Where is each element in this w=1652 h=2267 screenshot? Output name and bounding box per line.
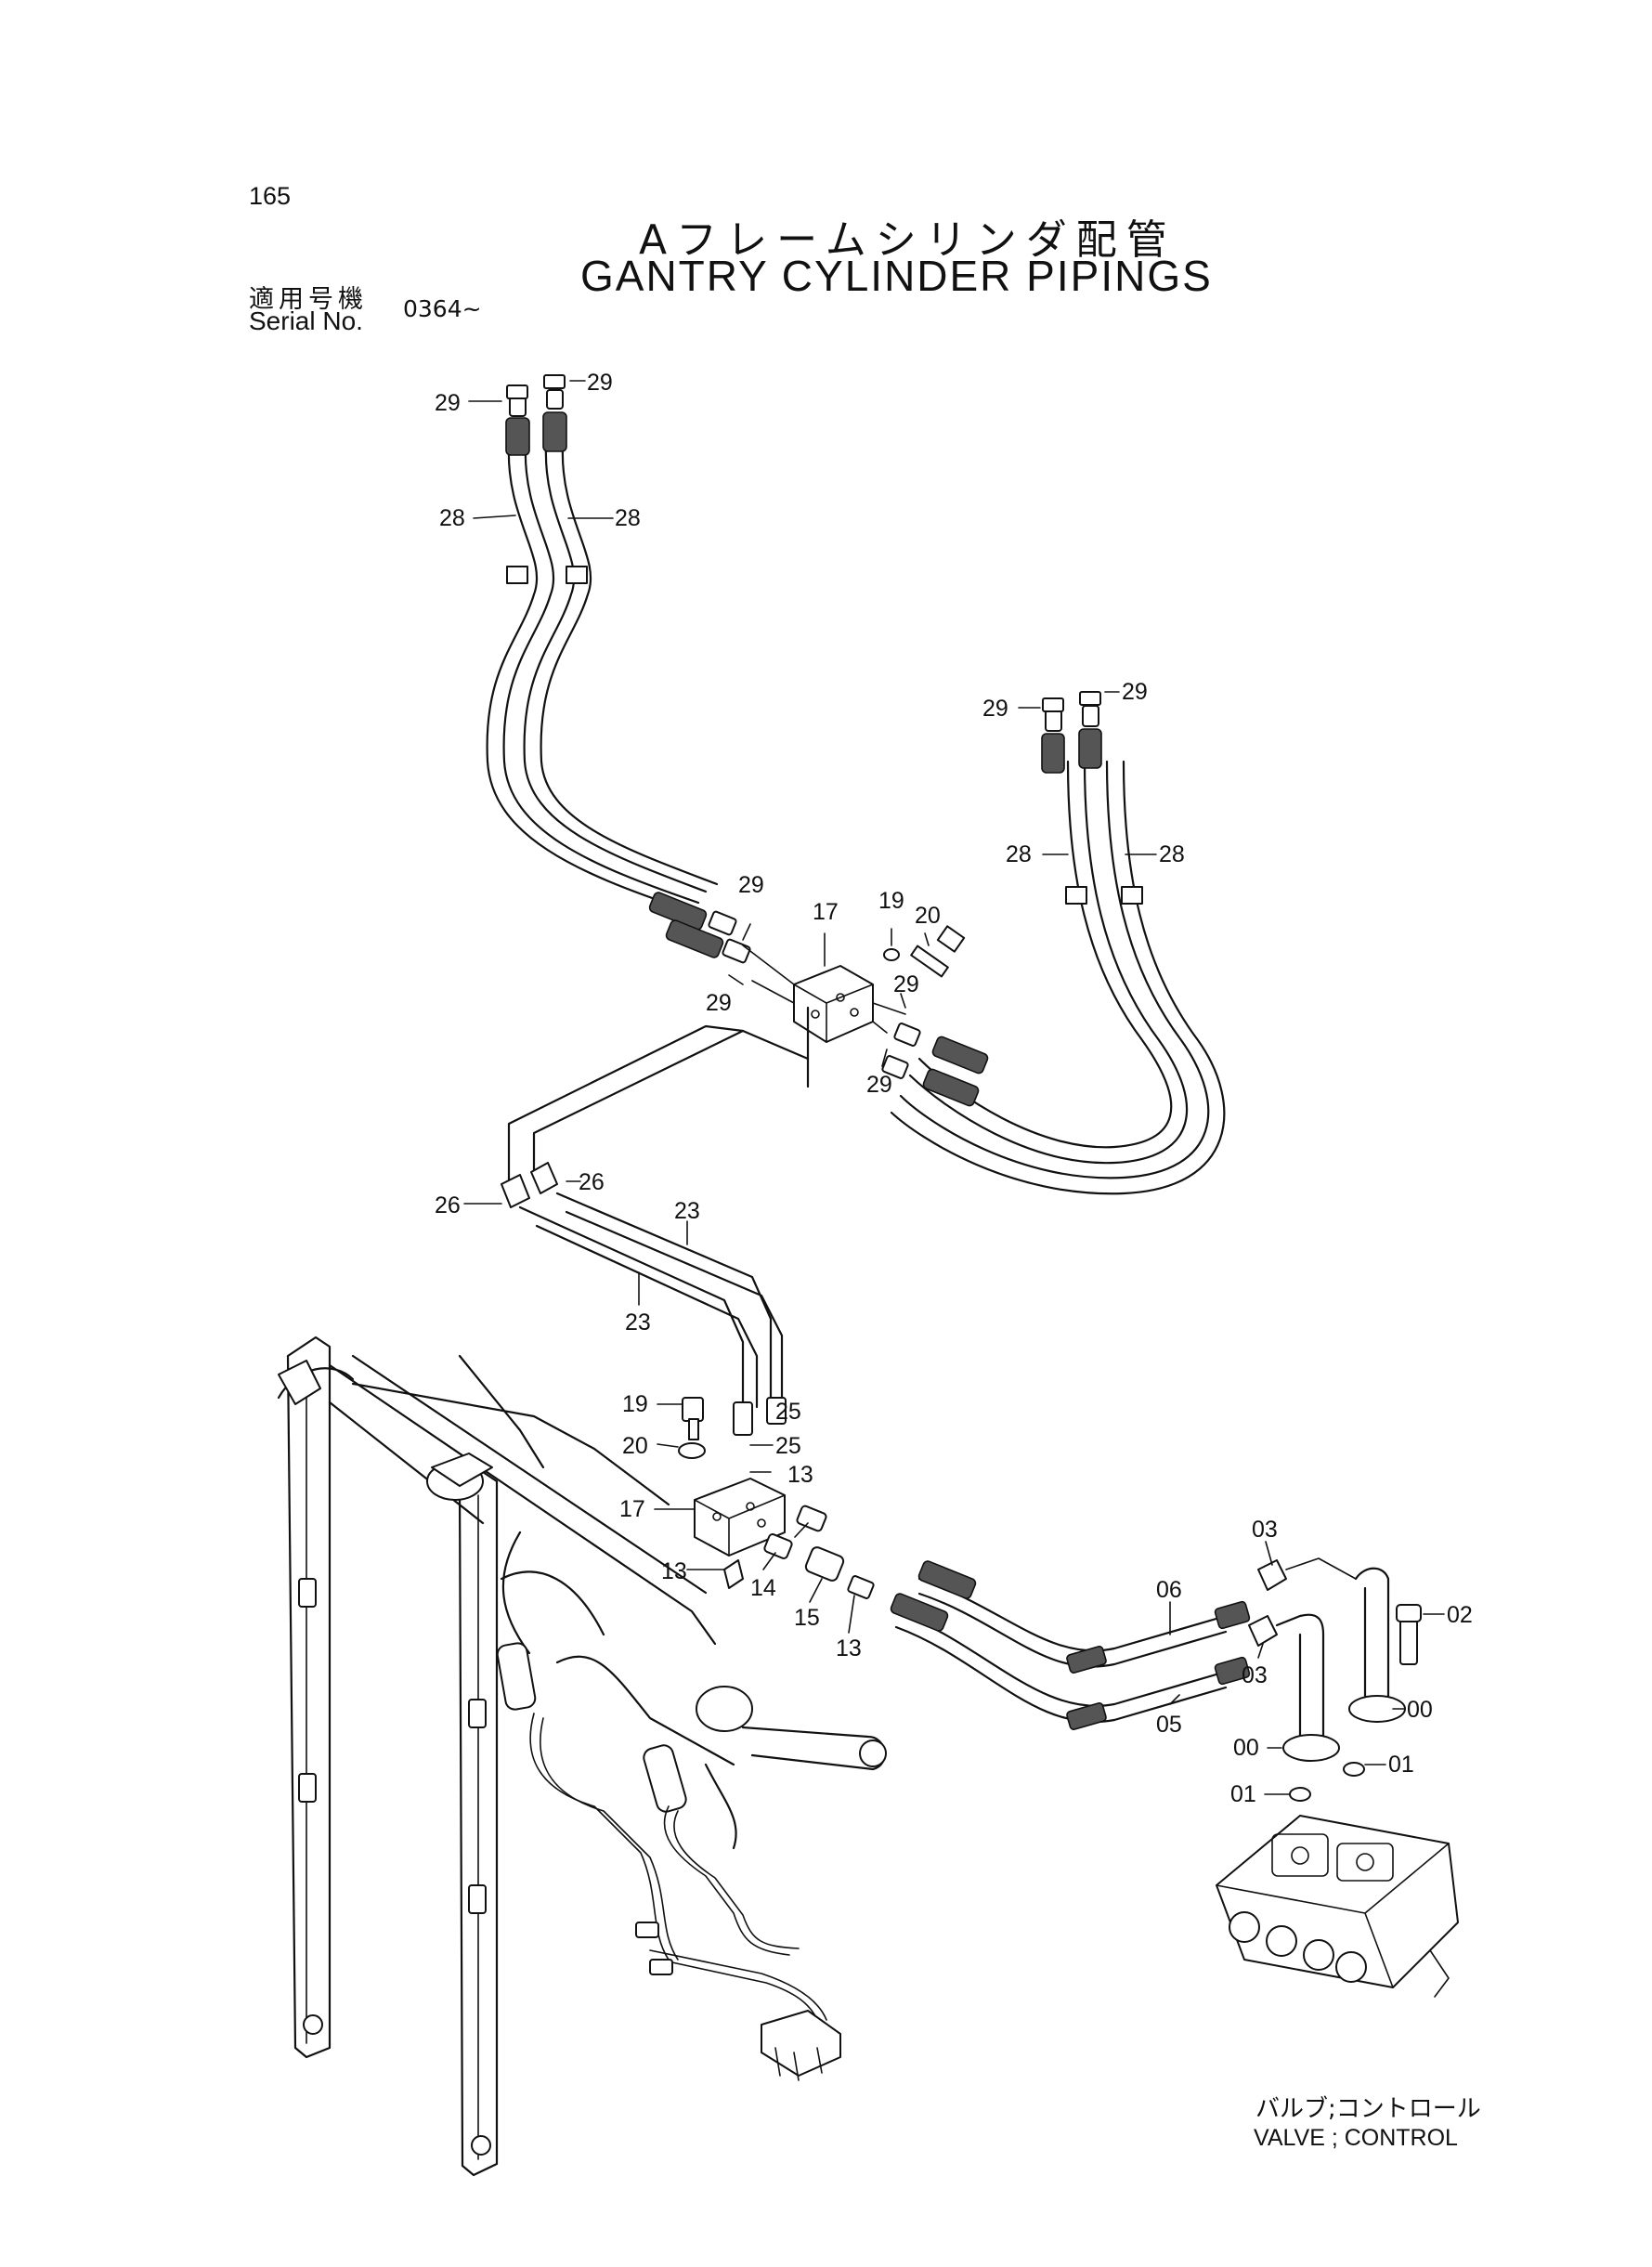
callout-28: 28 xyxy=(1159,841,1185,867)
callout-29: 29 xyxy=(866,1072,892,1098)
frame-hoses xyxy=(529,1713,841,2081)
control-valve xyxy=(1216,1815,1459,1998)
callout-20: 20 xyxy=(915,903,941,929)
hose-pair-lower xyxy=(890,1557,1422,1802)
callout-29: 29 xyxy=(893,971,919,997)
callout-20: 20 xyxy=(622,1433,648,1459)
callout-29: 29 xyxy=(706,990,732,1016)
callout-23: 23 xyxy=(625,1309,651,1335)
callout-01: 01 xyxy=(1388,1752,1414,1778)
callout-01: 01 xyxy=(1230,1781,1256,1807)
callout-labels: 29 29 28 28 29 29 28 28 29 17 19 20 29 2… xyxy=(435,370,1473,1807)
callout-29: 29 xyxy=(982,696,1008,722)
valve-caption-japanese: バルブ;コントロール xyxy=(1255,2095,1481,2123)
callout-19: 19 xyxy=(878,888,904,914)
callout-06: 06 xyxy=(1156,1577,1182,1603)
callout-25: 25 xyxy=(775,1399,801,1425)
leader-lines xyxy=(463,380,1445,1795)
pipe-pair-23 xyxy=(501,1006,810,1436)
callout-29: 29 xyxy=(587,370,613,396)
callout-00: 00 xyxy=(1407,1697,1433,1723)
title-japanese: Aフレームシリンダ配管 xyxy=(639,216,1177,264)
upper-junction-block xyxy=(742,925,966,1043)
callout-28: 28 xyxy=(1006,841,1032,867)
callout-26: 26 xyxy=(579,1169,605,1195)
title-english: GANTRY CYLINDER PIPINGS xyxy=(580,252,1213,300)
callout-14: 14 xyxy=(750,1575,776,1601)
callout-00: 00 xyxy=(1233,1735,1259,1761)
callout-28: 28 xyxy=(439,505,465,531)
lower-junction-block xyxy=(678,1397,875,1599)
callout-13: 13 xyxy=(836,1635,862,1661)
hose-pair-upper-left xyxy=(486,374,751,964)
callout-13: 13 xyxy=(661,1558,687,1584)
callout-17: 17 xyxy=(813,899,839,925)
serial-label-english: Serial No. xyxy=(249,306,363,335)
callout-05: 05 xyxy=(1156,1712,1182,1738)
callout-29: 29 xyxy=(435,390,461,416)
page-number: 165 xyxy=(249,182,292,210)
callout-15: 15 xyxy=(794,1605,820,1631)
callout-17: 17 xyxy=(619,1496,645,1522)
callout-23: 23 xyxy=(674,1198,700,1224)
gantry-frame xyxy=(277,1335,887,2177)
callout-03: 03 xyxy=(1242,1662,1268,1688)
serial-value: 0364~ xyxy=(403,295,482,322)
callout-02: 02 xyxy=(1447,1602,1473,1628)
callout-28: 28 xyxy=(615,505,641,531)
hose-pair-upper-right xyxy=(881,691,1226,1195)
callout-26: 26 xyxy=(435,1192,461,1218)
callout-29: 29 xyxy=(1122,679,1148,705)
callout-19: 19 xyxy=(622,1391,648,1417)
callout-25: 25 xyxy=(775,1433,801,1459)
callout-29: 29 xyxy=(738,872,764,898)
serial-label-japanese: 適用号機 xyxy=(249,285,368,314)
valve-caption-english: VALVE ; CONTROL xyxy=(1254,2125,1458,2151)
callout-03: 03 xyxy=(1252,1517,1278,1543)
callout-13: 13 xyxy=(787,1462,813,1488)
